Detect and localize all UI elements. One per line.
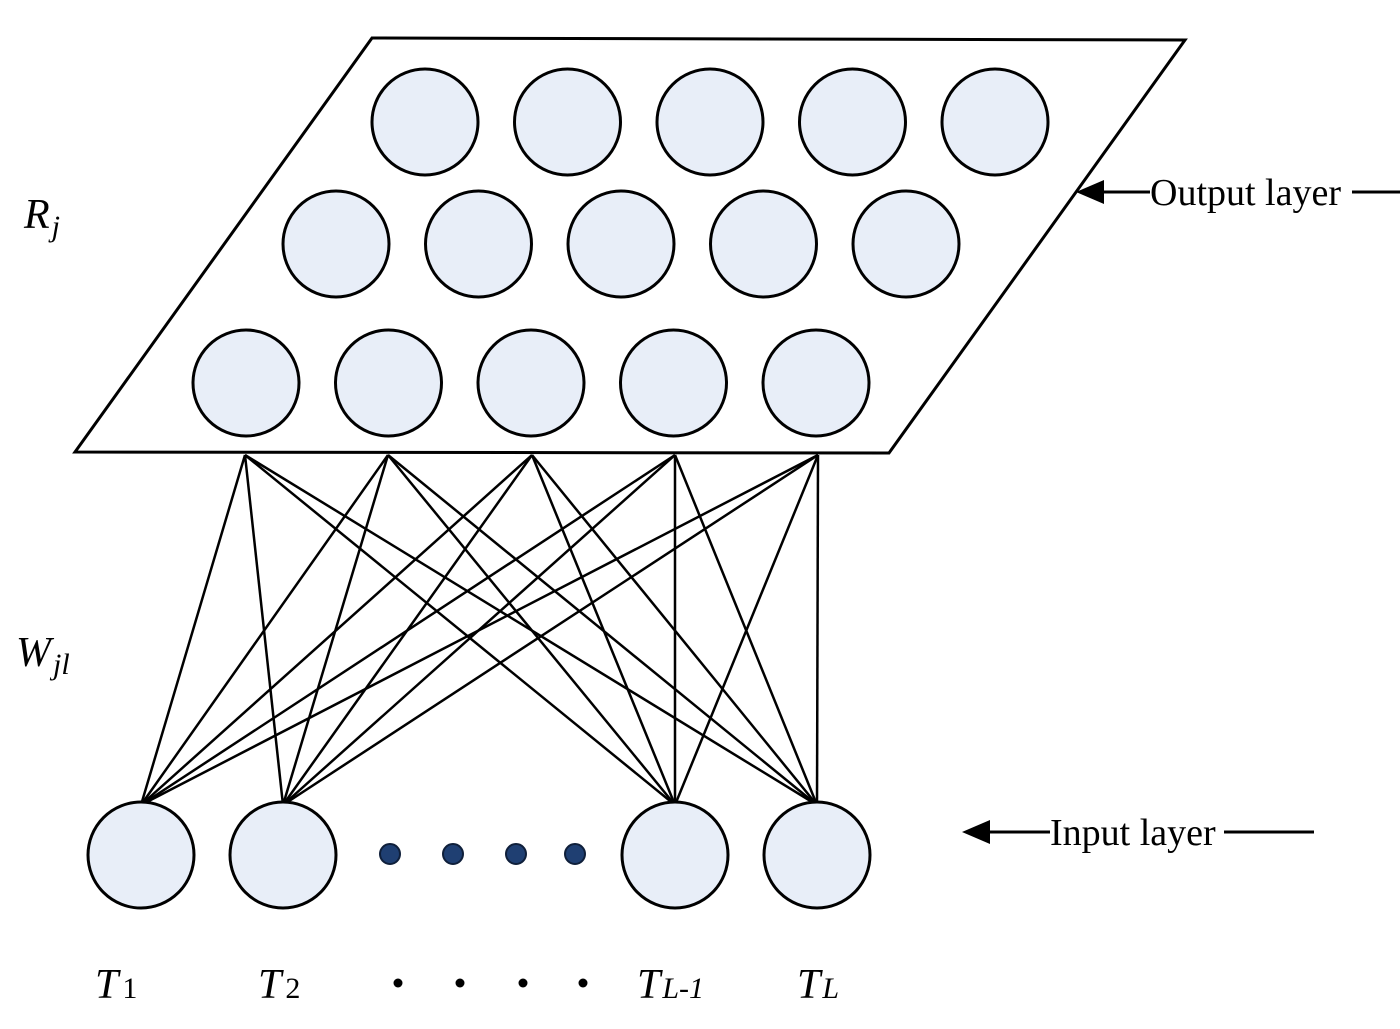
connection-weights	[139, 453, 820, 807]
input-node	[228, 800, 338, 910]
input-label-tl-1: TL-1	[637, 962, 704, 1008]
tl1-sub: L-1	[661, 972, 704, 1005]
label-ellipsis	[393, 978, 588, 988]
label-ellipsis-dot	[393, 978, 403, 988]
weight-edge	[281, 454, 390, 806]
output-node	[476, 328, 586, 438]
output-node	[619, 328, 728, 438]
output-node	[709, 189, 818, 299]
t2-sub: 2	[285, 972, 300, 1005]
weight-edge	[531, 454, 818, 806]
output-variable-label: Rj	[23, 192, 60, 243]
t2-main: T	[258, 962, 284, 1008]
output-node	[513, 67, 622, 177]
weight-variable-label: Wjl	[16, 630, 70, 681]
ellipsis-dot	[564, 843, 586, 865]
input-arrow-head	[962, 820, 990, 844]
tl-main: T	[797, 962, 823, 1008]
output-node	[566, 189, 676, 299]
input-layer-annotation: Input layer	[962, 812, 1314, 854]
weight-edge	[282, 453, 819, 807]
output-node	[191, 328, 301, 438]
output-node	[281, 189, 391, 299]
output-node	[851, 189, 961, 299]
output-var-main: R	[23, 192, 50, 238]
output-node	[424, 189, 533, 299]
output-arrow-head	[1076, 180, 1104, 204]
label-ellipsis-dot	[518, 978, 528, 988]
ellipsis-dot	[379, 843, 401, 865]
weight-edge	[281, 454, 534, 806]
output-node	[761, 328, 871, 438]
tl1-main: T	[637, 962, 663, 1008]
input-node	[620, 800, 730, 910]
output-node	[940, 67, 1050, 177]
t1-sub: 1	[122, 972, 137, 1005]
weight-edge	[282, 454, 676, 806]
label-ellipsis-dot	[578, 978, 588, 988]
output-node	[798, 67, 907, 177]
weight-edge	[244, 453, 818, 807]
weight-var-main: W	[16, 630, 55, 676]
output-node	[370, 67, 480, 177]
weight-edge	[139, 454, 247, 806]
output-node	[655, 67, 765, 177]
weight-edge	[243, 454, 285, 806]
weight-edge	[673, 454, 819, 806]
weight-var-sub: jl	[49, 648, 70, 681]
output-var-sub: j	[48, 210, 60, 243]
weight-edge	[387, 454, 818, 806]
ellipsis-dot	[442, 843, 464, 865]
output-layer-label: Output layer	[1150, 172, 1341, 214]
input-node	[86, 800, 196, 910]
t1-main: T	[95, 962, 121, 1008]
input-layer-nodes	[86, 800, 872, 910]
input-layer-label: Input layer	[1050, 812, 1216, 854]
input-label-tl: TL	[797, 962, 839, 1008]
weight-edge	[244, 454, 676, 806]
output-layer-nodes	[191, 67, 1050, 438]
weight-edge	[815, 454, 820, 806]
output-layer-annotation: Output layer	[1076, 172, 1400, 214]
output-node	[334, 328, 443, 438]
input-ellipsis	[379, 843, 586, 865]
label-ellipsis-dot	[455, 978, 465, 988]
tl-sub: L	[821, 972, 839, 1005]
input-node	[762, 800, 872, 910]
ellipsis-dot	[505, 843, 527, 865]
